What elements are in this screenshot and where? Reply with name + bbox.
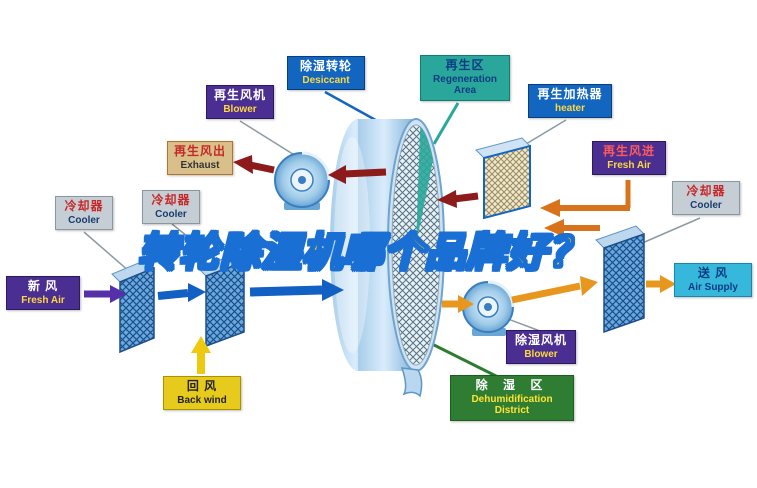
- label-back-wind-en: Back wind: [177, 394, 227, 406]
- label-dehumid-blower: 除湿风机 Blower: [506, 330, 576, 365]
- label-dehumid-blower-en: Blower: [524, 348, 558, 360]
- label-fresh-air-inlet: 新 风 Fresh Air: [6, 276, 80, 311]
- process-fan-icon: [462, 280, 515, 336]
- label-back-wind-zh: 回 风: [186, 379, 218, 393]
- label-air-supply: 送 风 Air Supply: [674, 263, 752, 298]
- label-regen-fresh-air-zh: 再生风进: [602, 144, 655, 158]
- label-cooler-right-zh: 冷却器: [686, 184, 726, 198]
- label-regen-exhaust: 再生风出 Exhaust: [167, 141, 233, 176]
- label-desiccant-wheel-en: Desiccant: [302, 74, 350, 86]
- dehumid-district-connector: [427, 340, 501, 380]
- label-regen-exhaust-en: Exhaust: [180, 159, 220, 171]
- label-regen-heater-zh: 再生加热器: [537, 87, 603, 101]
- airflow-arrows: [84, 155, 676, 374]
- label-cooler-left-1: 冷却器 Cooler: [55, 196, 113, 231]
- label-regen-blower-zh: 再生风机: [213, 88, 266, 102]
- regeneration-sector: [416, 126, 433, 245]
- watermark-title: 转轮除湿机哪个品牌好？: [137, 230, 589, 276]
- label-dehumid-district-zh: 除 湿 区: [475, 378, 549, 392]
- label-regen-exhaust-zh: 再生风出: [173, 144, 226, 158]
- label-cooler-left-2: 冷却器 Cooler: [142, 190, 200, 225]
- label-air-supply-zh: 送 风: [697, 266, 729, 280]
- label-cooler-left-2-zh: 冷却器: [151, 193, 191, 207]
- label-regen-fresh-air-en: Fresh Air: [607, 159, 651, 171]
- label-desiccant-wheel: 除湿转轮 Desiccant: [287, 56, 365, 91]
- regen-fan-icon: [274, 151, 331, 210]
- label-cooler-right: 冷却器 Cooler: [672, 181, 740, 216]
- label-cooler-right-en: Cooler: [690, 199, 722, 211]
- label-dehumid-district-en: Dehumidification District: [471, 393, 553, 417]
- label-air-supply-en: Air Supply: [687, 281, 738, 293]
- connector-lines: [83, 119, 701, 332]
- rotary-wheel-icon: [330, 118, 445, 398]
- label-regen-blower-en: Blower: [223, 103, 257, 115]
- label-cooler-left-1-zh: 冷却器: [64, 199, 104, 213]
- label-back-wind: 回 风 Back wind: [163, 376, 241, 411]
- label-dehumid-district: 除 湿 区 Dehumidification District: [450, 375, 574, 421]
- label-cooler-left-2-en: Cooler: [155, 208, 187, 220]
- cooling-coil-left-1: [111, 259, 155, 354]
- label-regen-fresh-air: 再生风进 Fresh Air: [592, 141, 666, 176]
- label-regen-blower: 再生风机 Blower: [206, 85, 274, 120]
- label-regen-heater: 再生加热器 heater: [528, 84, 612, 119]
- label-cooler-left-1-en: Cooler: [68, 214, 100, 226]
- label-dehumid-blower-zh: 除湿风机: [514, 333, 567, 347]
- label-desiccant-wheel-zh: 除湿转轮: [299, 59, 352, 73]
- regen-area-connector: [432, 102, 460, 145]
- label-regeneration-area-en: Regeneration Area: [433, 73, 497, 97]
- cooling-coil-left-2: [197, 253, 245, 348]
- label-regeneration-area: 再生区 Regeneration Area: [420, 55, 510, 101]
- cooling-coil-right: [595, 225, 645, 334]
- wheel-bottom-tab: [400, 367, 423, 398]
- label-fresh-air-inlet-zh: 新 风: [27, 279, 59, 293]
- heater-coil-icon: [475, 137, 531, 220]
- label-regeneration-area-zh: 再生区: [445, 58, 485, 72]
- label-regen-heater-en: heater: [554, 102, 585, 114]
- label-fresh-air-inlet-en: Fresh Air: [21, 294, 65, 306]
